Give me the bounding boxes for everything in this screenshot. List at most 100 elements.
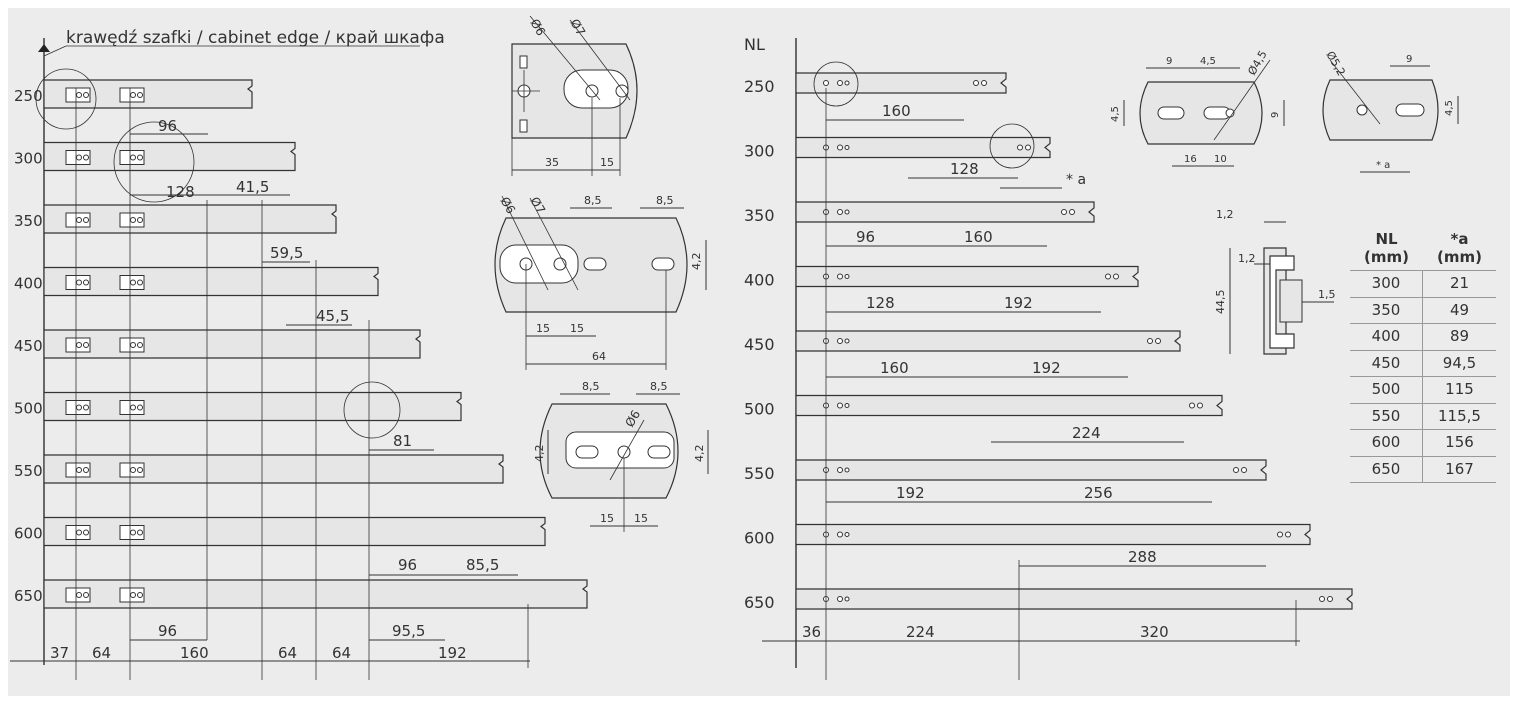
detail-mid-15a: 15 xyxy=(536,322,550,335)
dim-bottom-64b: 64 xyxy=(278,644,297,662)
table-cell-a: 167 xyxy=(1445,459,1474,478)
table-cell-nl: 500 xyxy=(1350,377,1423,403)
nl-label: NL xyxy=(744,35,765,54)
dim-right-288: 288 xyxy=(1128,548,1157,566)
left-row-label: 650 xyxy=(14,587,43,605)
dim-left-85-5: 85,5 xyxy=(466,556,499,574)
right-row-label: 350 xyxy=(744,206,775,225)
table-cell-nl: 350 xyxy=(1350,297,1423,323)
detail-r1-16: 16 xyxy=(1184,154,1197,165)
left-rail xyxy=(43,329,421,359)
table-cell-a: 89 xyxy=(1449,327,1470,345)
table-header-nl: NL xyxy=(1375,230,1398,248)
detail-top-d6: Ø6 xyxy=(527,17,548,39)
right-rail xyxy=(795,459,1267,481)
right-row-label: 550 xyxy=(744,464,775,483)
right-rail xyxy=(795,523,1311,546)
left-row-label: 600 xyxy=(14,525,43,543)
table-header-a-unit: (mm) xyxy=(1437,248,1482,266)
left-row-label: 550 xyxy=(14,462,43,480)
table-cell-a: 21 xyxy=(1449,274,1470,292)
detail-low-15b: 15 xyxy=(634,512,648,525)
dim-left-96c: 96 xyxy=(158,622,177,640)
right-row-label: 250 xyxy=(744,77,775,96)
dim-right-320: 320 xyxy=(1140,623,1169,641)
dim-right-224: 224 xyxy=(1072,424,1101,442)
dim-right-128a: 128 xyxy=(950,160,979,178)
dim-right-224b: 224 xyxy=(906,623,935,641)
table-cell-nl: 600 xyxy=(1350,430,1423,456)
detail-low-85a: 8,5 xyxy=(582,380,600,393)
dim-right-160a: 160 xyxy=(882,102,911,120)
dim-left-45-5: 45,5 xyxy=(316,307,349,325)
detail-right-2: Ø5,2 9 4,5 * a xyxy=(1322,49,1459,173)
detail-r2-a: * a xyxy=(1376,160,1390,171)
table-cell-nl: 550 xyxy=(1350,403,1423,429)
dim-right-160b: 160 xyxy=(964,228,993,246)
dim-left-81: 81 xyxy=(393,432,412,450)
left-diagram: krawędź szafki / cabinet edge / край шка… xyxy=(10,28,588,680)
dim-left-41-5: 41,5 xyxy=(236,178,269,196)
right-row-label: 600 xyxy=(744,529,775,548)
dim-bottom-64a: 64 xyxy=(92,644,111,662)
profile-445: 44,5 xyxy=(1214,290,1227,315)
right-rail xyxy=(795,330,1181,352)
dim-bottom-37: 37 xyxy=(50,644,69,662)
detail-low-15a: 15 xyxy=(600,512,614,525)
detail-top-d7: Ø7 xyxy=(567,17,588,39)
right-rail xyxy=(795,72,1007,94)
rail-profile: 1,2 1,2 44,5 1,5 xyxy=(1214,208,1336,355)
detail-top-15: 15 xyxy=(600,156,614,169)
detail-r1-10: 10 xyxy=(1214,154,1227,165)
left-rail xyxy=(43,204,337,234)
detail-low-85b: 8,5 xyxy=(650,380,668,393)
cabinet-edge-label: krawędź szafki / cabinet edge / край шка… xyxy=(66,28,445,48)
detail-low-42a: 4,2 xyxy=(533,445,546,463)
dim-right-192b: 192 xyxy=(1032,359,1061,377)
dim-bottom-64c: 64 xyxy=(332,644,351,662)
dim-right-36: 36 xyxy=(802,623,821,641)
left-rail xyxy=(43,516,546,547)
profile-15: 1,5 xyxy=(1318,288,1336,301)
table-row: 600 156 xyxy=(1350,430,1496,457)
dim-right-256: 256 xyxy=(1084,484,1113,502)
dim-left-96a: 96 xyxy=(158,117,177,135)
table-row: 500 115 xyxy=(1350,377,1496,404)
table-cell-a: 115 xyxy=(1445,380,1474,398)
right-row-label: 500 xyxy=(744,400,775,419)
detail-r2-9: 9 xyxy=(1406,54,1412,65)
table-cell-a: 156 xyxy=(1445,433,1474,451)
left-rail xyxy=(43,79,253,109)
dim-right-96: 96 xyxy=(856,228,875,246)
detail-r1-9: 9 xyxy=(1166,56,1172,67)
profile-12b: 1,2 xyxy=(1238,252,1256,265)
dim-right-a: * a xyxy=(1066,172,1086,188)
left-rail xyxy=(43,579,588,609)
dim-right-192a: 192 xyxy=(1004,294,1033,312)
table-row: 300 21 xyxy=(1350,271,1496,298)
detail-mid-d7: Ø7 xyxy=(527,195,548,217)
right-row-label: 450 xyxy=(744,335,775,354)
detail-low: 8,5 8,5 Ø6 4,2 4,2 15 15 xyxy=(533,380,709,532)
dim-right-160c: 160 xyxy=(880,359,909,377)
right-rail xyxy=(795,265,1139,288)
left-rails xyxy=(43,79,588,609)
dim-bottom-192: 192 xyxy=(438,644,467,662)
table-cell-nl: 450 xyxy=(1350,350,1423,376)
table-cell-nl: 400 xyxy=(1350,324,1423,350)
left-row-label: 400 xyxy=(14,275,43,293)
detail-mid-85b: 8,5 xyxy=(656,194,674,207)
detail-r2-45: 4,5 xyxy=(1444,100,1455,116)
left-rail xyxy=(43,266,379,297)
detail-r1-45: 4,5 xyxy=(1200,56,1216,67)
table-cell-nl: 300 xyxy=(1350,271,1423,297)
detail-mid-85a: 8,5 xyxy=(584,194,602,207)
dim-left-95-5: 95,5 xyxy=(392,622,425,640)
left-rail xyxy=(43,454,504,484)
left-rail xyxy=(43,141,296,172)
